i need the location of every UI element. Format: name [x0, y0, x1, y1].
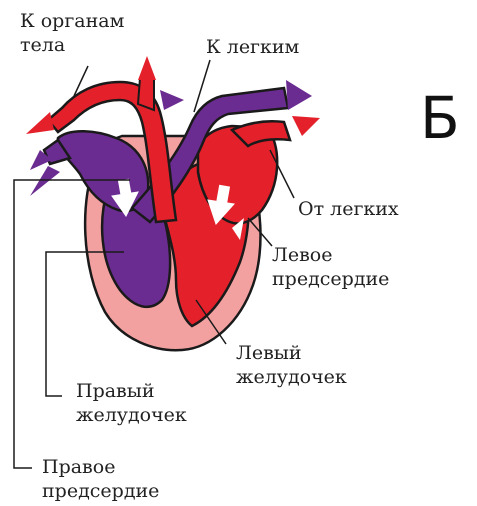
arrow-up-red — [138, 56, 156, 80]
aorta-branch — [138, 78, 154, 110]
label-right-ventricle-line1: Правый — [76, 380, 155, 403]
label-to-body-line2: тела — [20, 34, 65, 57]
arrow-purple-right — [286, 80, 312, 110]
label-left-ventricle-line2: желудочек — [236, 366, 347, 389]
label-right-atrium-line1: Правое — [42, 456, 115, 479]
label-left-atrium-line1: Левое — [272, 244, 332, 267]
label-right-ventricle-line2: желудочек — [76, 404, 187, 427]
arrow-purple-small — [160, 90, 184, 110]
label-right-atrium-line2: предсердие — [42, 480, 159, 503]
label-to-body-line1: К органам — [20, 10, 124, 33]
label-left-ventricle-line1: Левый — [236, 342, 302, 365]
arrow-purple-lower — [30, 166, 60, 196]
figure-letter: Б — [420, 86, 460, 150]
arrow-red-in — [292, 116, 320, 136]
label-left-atrium-line2: предсердие — [272, 268, 389, 291]
arrow-left-red — [26, 112, 54, 134]
label-from-lungs: От легких — [298, 198, 399, 221]
label-to-lungs: К легким — [206, 36, 299, 59]
